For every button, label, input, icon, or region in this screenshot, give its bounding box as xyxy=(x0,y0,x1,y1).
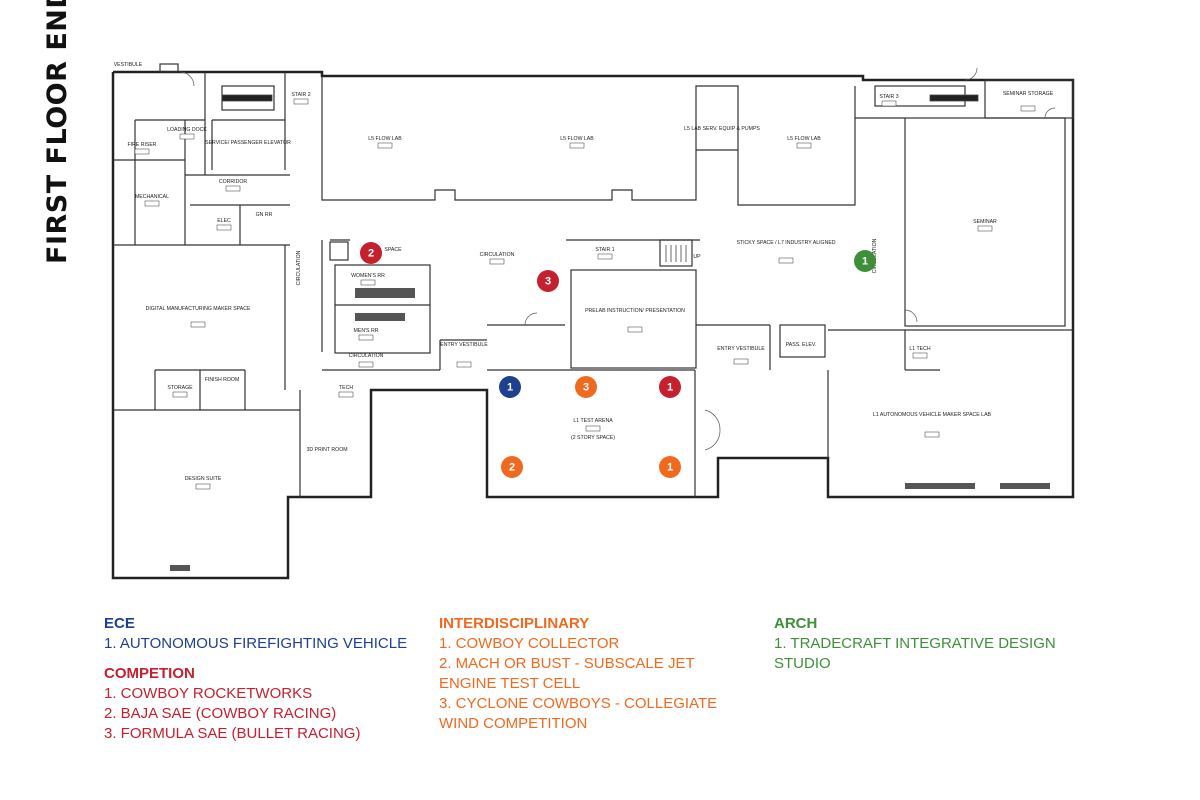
marker-number: 3 xyxy=(583,382,589,394)
room-seminar: SEMINAR xyxy=(973,219,997,225)
room-storage: STORAGE xyxy=(167,385,193,391)
room-gn-rr: GN RR xyxy=(256,212,273,218)
legend-column-left: ECE 1. AUTONOMOUS FIREFIGHTING VEHICLE C… xyxy=(104,612,424,744)
legend-item-ece-1: 1. AUTONOMOUS FIREFIGHTING VEHICLE xyxy=(104,635,408,652)
legend-item-competition-2: 2. BAJA SAE (COWBOY RACING) xyxy=(104,705,337,722)
room-3d-print: 3D PRINT ROOM xyxy=(306,447,347,453)
marker-number: 3 xyxy=(545,276,551,288)
marker-circle xyxy=(854,250,876,272)
room-fire-riser: FIRE RISER xyxy=(127,142,156,148)
room-stair-3: STAIR 3 xyxy=(879,94,898,100)
room-stair-2: STAIR 2 xyxy=(291,92,310,98)
marker-competition-2: 2 xyxy=(360,242,382,264)
building-walls xyxy=(111,70,1075,580)
room-pass-elev: PASS. ELEV. xyxy=(786,342,817,348)
room-elec: ELEC xyxy=(217,218,231,224)
room-circulation-low: CIRCULATION xyxy=(349,353,384,359)
doors xyxy=(179,67,1056,451)
marker-circle xyxy=(501,456,523,478)
legend-item-interdisciplinary-3: 3. CYCLONE COWBOYS - COLLEGIATE xyxy=(439,695,718,712)
room-vestibule: VESTIBULE xyxy=(114,62,143,68)
legend-column-right: ARCH 1. TRADECRAFT INTEGRATIVE DESIGN ST… xyxy=(774,612,1094,674)
legend-item-interdisciplinary-1: 1. COWBOY COLLECTOR xyxy=(439,635,620,652)
fixtures xyxy=(170,288,1050,571)
legend-item-interdisciplinary-2: 2. MACH OR BUST - SUBSCALE JET xyxy=(439,655,695,672)
legend-heading-arch: ARCH xyxy=(774,615,818,632)
legend-item-competition-3: 3. FORMULA SAE (BULLET RACING) xyxy=(104,725,361,742)
room-labels: LOADING DOCK FIRE RISER MECHANICAL SERVI… xyxy=(114,62,1054,482)
room-test-arena-note: (2 STORY SPACE) xyxy=(571,435,615,441)
marker-competition-3: 3 xyxy=(537,270,559,292)
room-mens-rr: MEN'S RR xyxy=(354,328,379,334)
legend-item-arch-1: 1. TRADECRAFT INTEGRATIVE DESIGN xyxy=(774,635,1056,652)
marker-number: 1 xyxy=(667,382,673,394)
room-finish-room: FINISH ROOM xyxy=(205,377,240,383)
marker-ece-1: 1 xyxy=(499,376,521,398)
interior-walls xyxy=(113,63,1074,497)
room-entry-vestibule-left: ENTRY VESTIBULE xyxy=(440,342,488,348)
room-lab-serv: L5 LAB SERV. EQUIP & PUMPS xyxy=(684,126,760,132)
legend-item-arch-1-cont: STUDIO xyxy=(774,655,831,672)
room-womens-rr: WOMEN'S RR xyxy=(351,273,385,279)
marker-circle xyxy=(659,456,681,478)
room-entry-vestibule-right: ENTRY VESTIBULE xyxy=(717,346,765,352)
room-circulation-vertical: CIRCULATION xyxy=(296,250,302,285)
marker-circle xyxy=(499,376,521,398)
marker-circle xyxy=(659,376,681,398)
room-sticky-space: STICKY SPACE / L7 INDUSTRY ALIGNED xyxy=(736,240,835,246)
room-tech: TECH xyxy=(339,385,353,391)
marker-number: 1 xyxy=(507,382,513,394)
room-flow-lab-c: L5 FLOW LAB xyxy=(787,136,821,142)
floor-plan: LOADING DOCK FIRE RISER MECHANICAL SERVI… xyxy=(111,62,1075,580)
legend-item-interdisciplinary-3-cont: WIND COMPETITION xyxy=(439,715,588,732)
marker-number: 2 xyxy=(368,248,374,260)
room-corridor: CORRIDOR xyxy=(219,179,247,185)
marker-number: 1 xyxy=(667,462,673,474)
room-tags xyxy=(134,98,1036,490)
room-mechanical: MECHANICAL xyxy=(135,194,169,200)
marker-interdisciplinary-1: 1 xyxy=(659,456,681,478)
marker-circle xyxy=(537,270,559,292)
room-l1-tech: L1 TECH xyxy=(909,346,930,352)
legend-item-competition-1: 1. COWBOY ROCKETWORKS xyxy=(104,685,313,702)
room-auto-vehicle-lab: L1 AUTONOMOUS VEHICLE MAKER SPACE LAB xyxy=(873,412,992,418)
marker-number: 1 xyxy=(862,256,868,268)
stairs xyxy=(221,94,979,262)
legend-item-interdisciplinary-2-cont: ENGINE TEST CELL xyxy=(439,675,581,692)
room-space: SPACE xyxy=(384,247,402,253)
room-circulation-right: CIRCULATION xyxy=(872,238,878,273)
marker-circle xyxy=(360,242,382,264)
room-test-arena: L1 TEST ARENA xyxy=(573,418,613,424)
room-stair-1: STAIR 1 xyxy=(595,247,614,253)
room-flow-lab-b: L5 FLOW LAB xyxy=(560,136,594,142)
marker-number: 2 xyxy=(509,462,515,474)
room-loading-dock: LOADING DOCK xyxy=(167,127,207,133)
project-markers: 2 3 1 1 3 1 2 1 xyxy=(360,242,876,478)
legend-heading-ece: ECE xyxy=(104,615,135,632)
legend-heading-competition: COMPETION xyxy=(104,665,195,682)
legend-column-middle: INTERDISCIPLINARY 1. COWBOY COLLECTOR 2.… xyxy=(439,612,759,734)
outer-wall xyxy=(111,70,1075,580)
room-up-arrow: UP xyxy=(693,254,701,260)
marker-arch-1: 1 xyxy=(854,250,876,272)
marker-circle xyxy=(575,376,597,398)
room-digital-mfg: DIGITAL MANUFACTURING MAKER SPACE xyxy=(146,306,251,312)
marker-interdisciplinary-2: 2 xyxy=(501,456,523,478)
room-flow-lab-a: L5 FLOW LAB xyxy=(368,136,402,142)
room-design-suite: DESIGN SUITE xyxy=(185,476,222,482)
room-circulation-main: CIRCULATION xyxy=(480,252,515,258)
legend-heading-interdisciplinary: INTERDISCIPLINARY xyxy=(439,615,590,632)
room-service-elevator: SERVICE/ PASSENGER ELEVATOR xyxy=(205,140,291,146)
room-prelab: PRELAB INSTRUCTION/ PRESENTATION xyxy=(585,308,685,314)
marker-competition-1: 1 xyxy=(659,376,681,398)
marker-interdisciplinary-3: 3 xyxy=(575,376,597,398)
room-seminar-storage: SEMINAR STORAGE xyxy=(1003,91,1054,97)
